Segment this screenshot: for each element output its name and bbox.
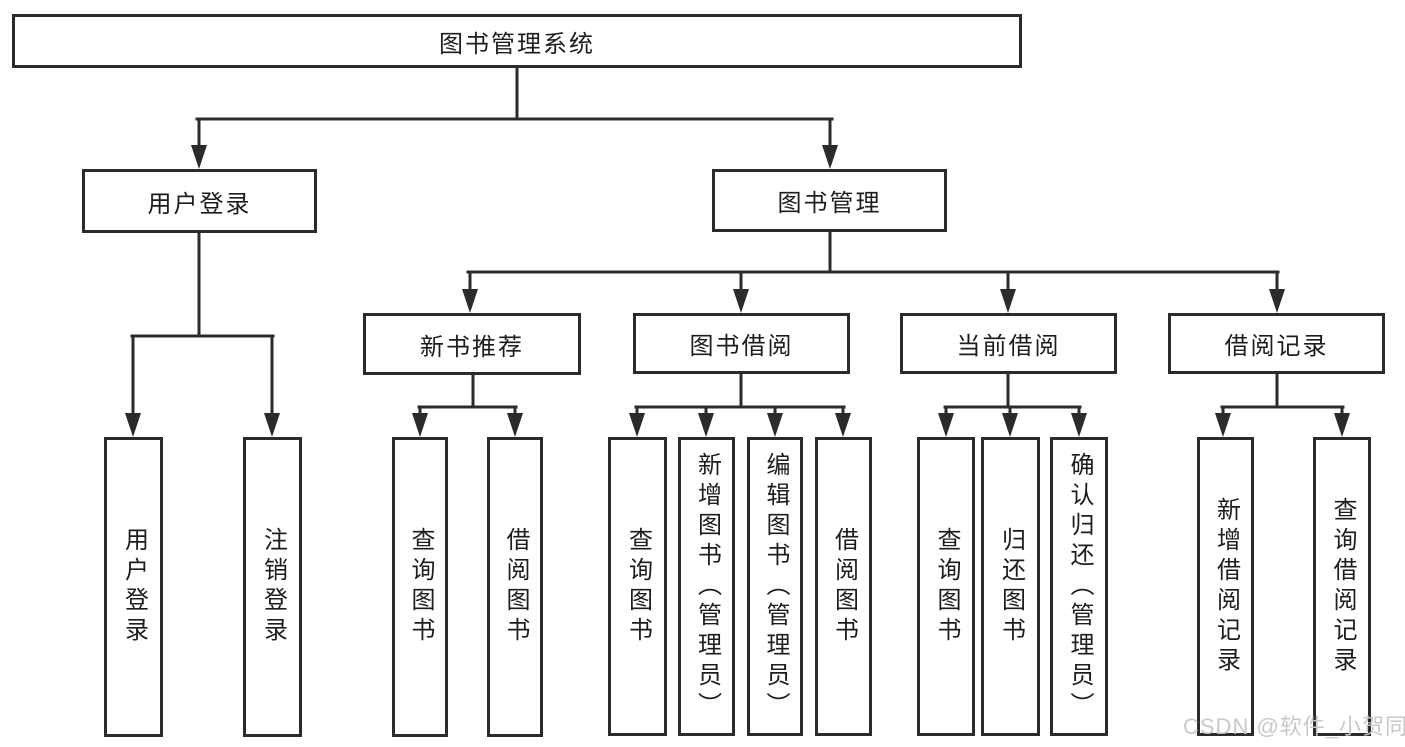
leaf-label: 查询图书 bbox=[624, 526, 652, 647]
leaf-label: 查询借阅记录 bbox=[1329, 496, 1356, 677]
watermark: CSDN @软件_小贺同学 bbox=[1183, 714, 1405, 739]
leaf-label: 新增借阅记录 bbox=[1212, 496, 1240, 677]
node-library-system: 图书管理系统 bbox=[12, 14, 1022, 68]
leaf-recommend-borrow-books: 借阅图书 bbox=[487, 437, 543, 737]
node-current-borrowing: 当前借阅 bbox=[900, 313, 1117, 374]
leaf-records-query-record: 查询借阅记录 bbox=[1313, 437, 1371, 736]
leaf-current-query-books: 查询图书 bbox=[917, 437, 975, 736]
node-user-login: 用户登录 bbox=[82, 169, 317, 233]
leaf-label: 注销登录 bbox=[259, 527, 287, 647]
leaf-current-confirm-return-admin: 确认归还（管理员） bbox=[1050, 437, 1108, 736]
node-book-borrowing: 图书借阅 bbox=[633, 313, 850, 374]
leaf-label: 用户登录 bbox=[120, 527, 148, 647]
node-book-management: 图书管理 bbox=[712, 169, 947, 232]
leaf-label: 编辑图书（管理员） bbox=[762, 451, 789, 722]
leaf-label: 查询图书 bbox=[407, 527, 434, 647]
leaf-label: 新增图书（管理员） bbox=[693, 451, 721, 722]
leaf-label: 确认归还（管理员） bbox=[1066, 451, 1093, 722]
leaf-label: 借阅图书 bbox=[502, 527, 529, 647]
leaf-label: 归还图书 bbox=[997, 526, 1025, 647]
node-borrowing-records: 借阅记录 bbox=[1168, 313, 1385, 374]
leaf-records-add-record: 新增借阅记录 bbox=[1197, 437, 1254, 736]
leaf-current-return-books: 归还图书 bbox=[981, 437, 1040, 736]
leaf-borrowing-add-books-admin: 新增图书（管理员） bbox=[678, 437, 735, 736]
leaf-recommend-query-books: 查询图书 bbox=[392, 437, 448, 737]
node-new-book-recommendation: 新书推荐 bbox=[363, 313, 581, 375]
leaf-borrowing-edit-books-admin: 编辑图书（管理员） bbox=[747, 437, 803, 736]
leaf-label: 查询图书 bbox=[933, 526, 960, 647]
leaf-logout: 注销登录 bbox=[243, 437, 302, 737]
leaf-borrowing-borrow-books: 借阅图书 bbox=[815, 437, 872, 736]
leaf-label: 借阅图书 bbox=[830, 526, 858, 647]
leaf-borrowing-query-books: 查询图书 bbox=[608, 437, 667, 736]
leaf-user-login: 用户登录 bbox=[104, 437, 163, 737]
